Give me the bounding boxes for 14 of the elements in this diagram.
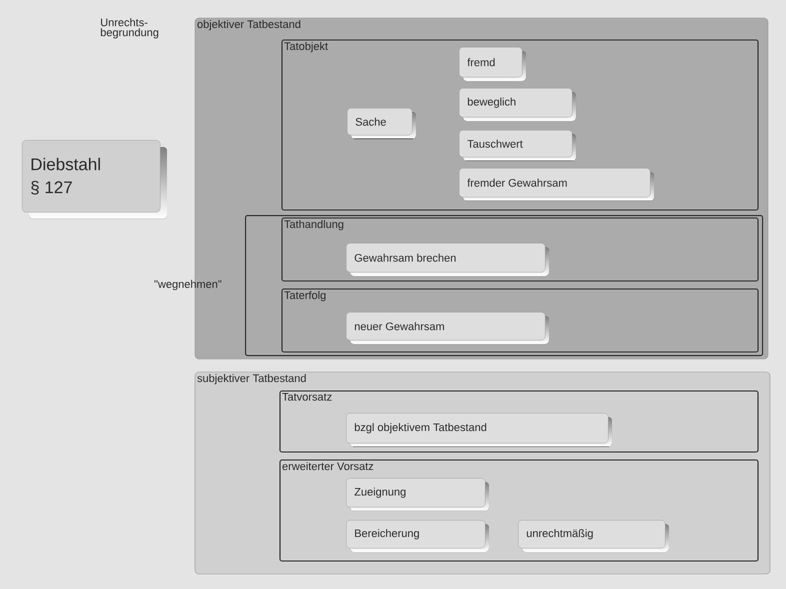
item-box: unrechtmäßig — [518, 520, 669, 552]
item-box: Sache — [347, 108, 416, 139]
node-label: "wegnehmen" — [154, 280, 222, 290]
section-label: Unrechts- begrundung — [100, 18, 158, 38]
item-box: bzgl objektivem Tatbestand — [346, 413, 612, 447]
title-card: Diebstahl § 127 — [22, 140, 167, 219]
item-box: fremd — [459, 47, 526, 81]
item-box: Zueignung — [346, 478, 489, 511]
item-box: Tauschwert — [459, 130, 576, 161]
item-box: fremder Gewahrsam — [459, 168, 654, 201]
item-box: beweglich — [459, 88, 576, 121]
item-box: Gewahrsam brechen — [346, 243, 549, 276]
item-box: neuer Gewahrsam — [346, 312, 549, 344]
item-box: Bereicherung — [346, 520, 489, 552]
